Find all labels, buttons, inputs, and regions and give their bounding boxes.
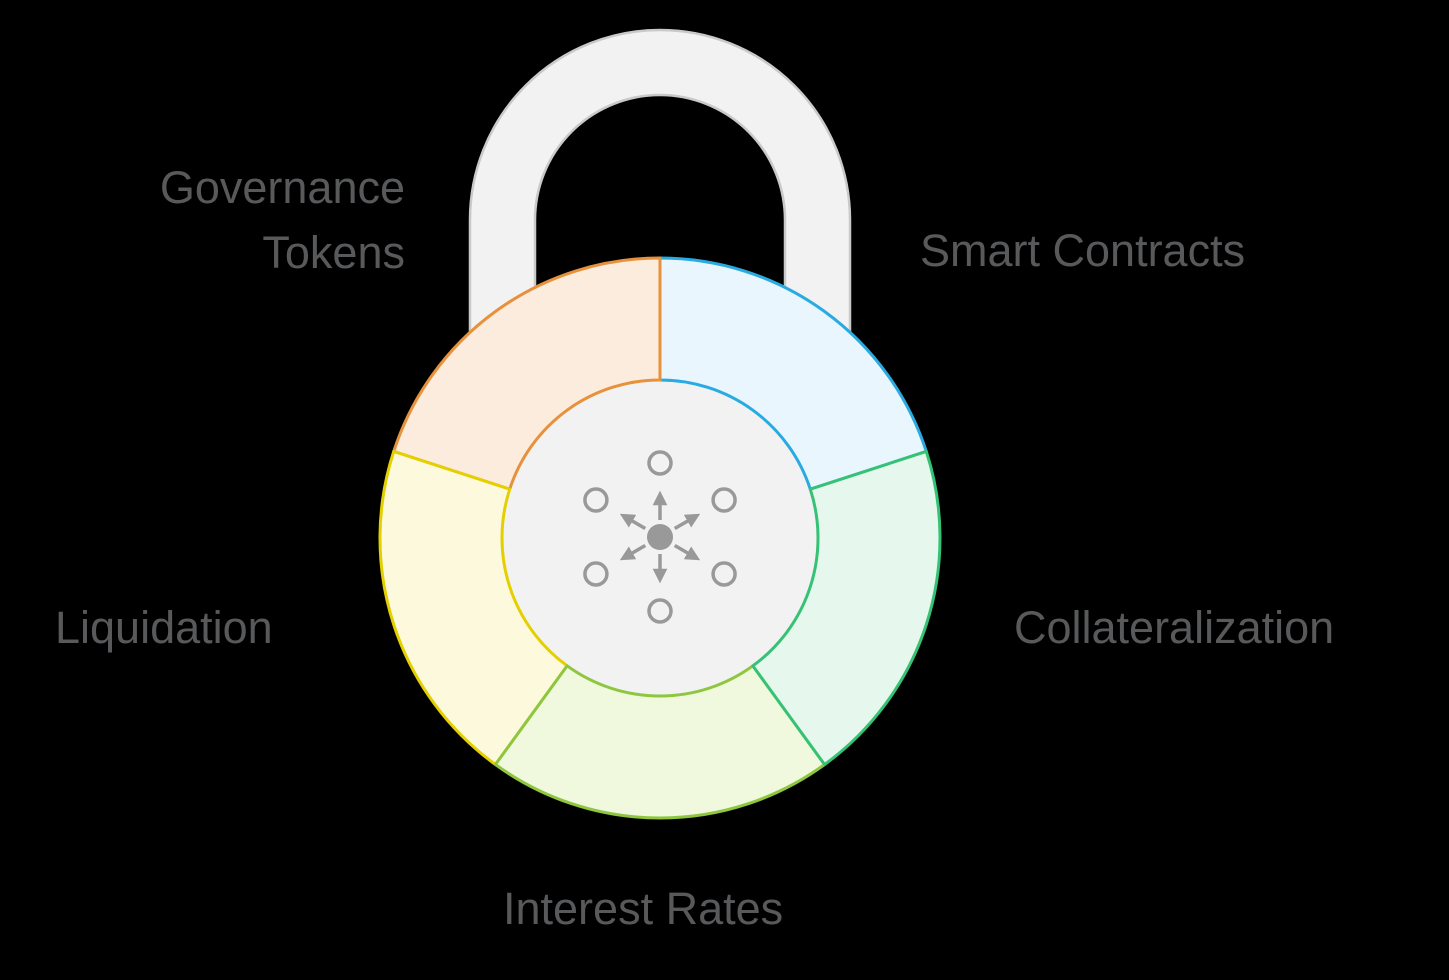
segment-liquidation [378,449,569,767]
shackle-icon [468,28,852,452]
dial-ring [378,256,942,820]
hub-node-circle [711,561,737,587]
hub-node-circle [711,487,737,513]
label-line: Tokens [262,227,405,279]
network-hub-icon [583,450,737,624]
label-liquidation: Liquidation [55,602,273,653]
hub-spoke-arrow [619,513,647,531]
segment-interest-rates [493,664,827,820]
hub-spoke-arrow [673,543,701,561]
hub-center-circle [647,524,673,550]
label-smart-contracts: Smart Contracts [920,225,1246,276]
hub-node-circle [583,487,609,513]
label-governance-tokens: Governance Tokens [160,155,405,286]
hub-spoke-arrow [673,513,701,531]
hub-node-circle [583,561,609,587]
hub-spoke-arrow [619,543,647,561]
label-collateralization: Collateralization [1014,602,1335,653]
hub-node-circle [647,598,673,624]
label-interest-rates: Interest Rates [503,883,784,934]
segment-smart-contracts [658,256,928,491]
segment-governance-tokens [392,256,662,491]
segment-collateralization [751,449,942,767]
label-line: Governance [159,162,405,213]
hub-node-circle [647,450,673,476]
